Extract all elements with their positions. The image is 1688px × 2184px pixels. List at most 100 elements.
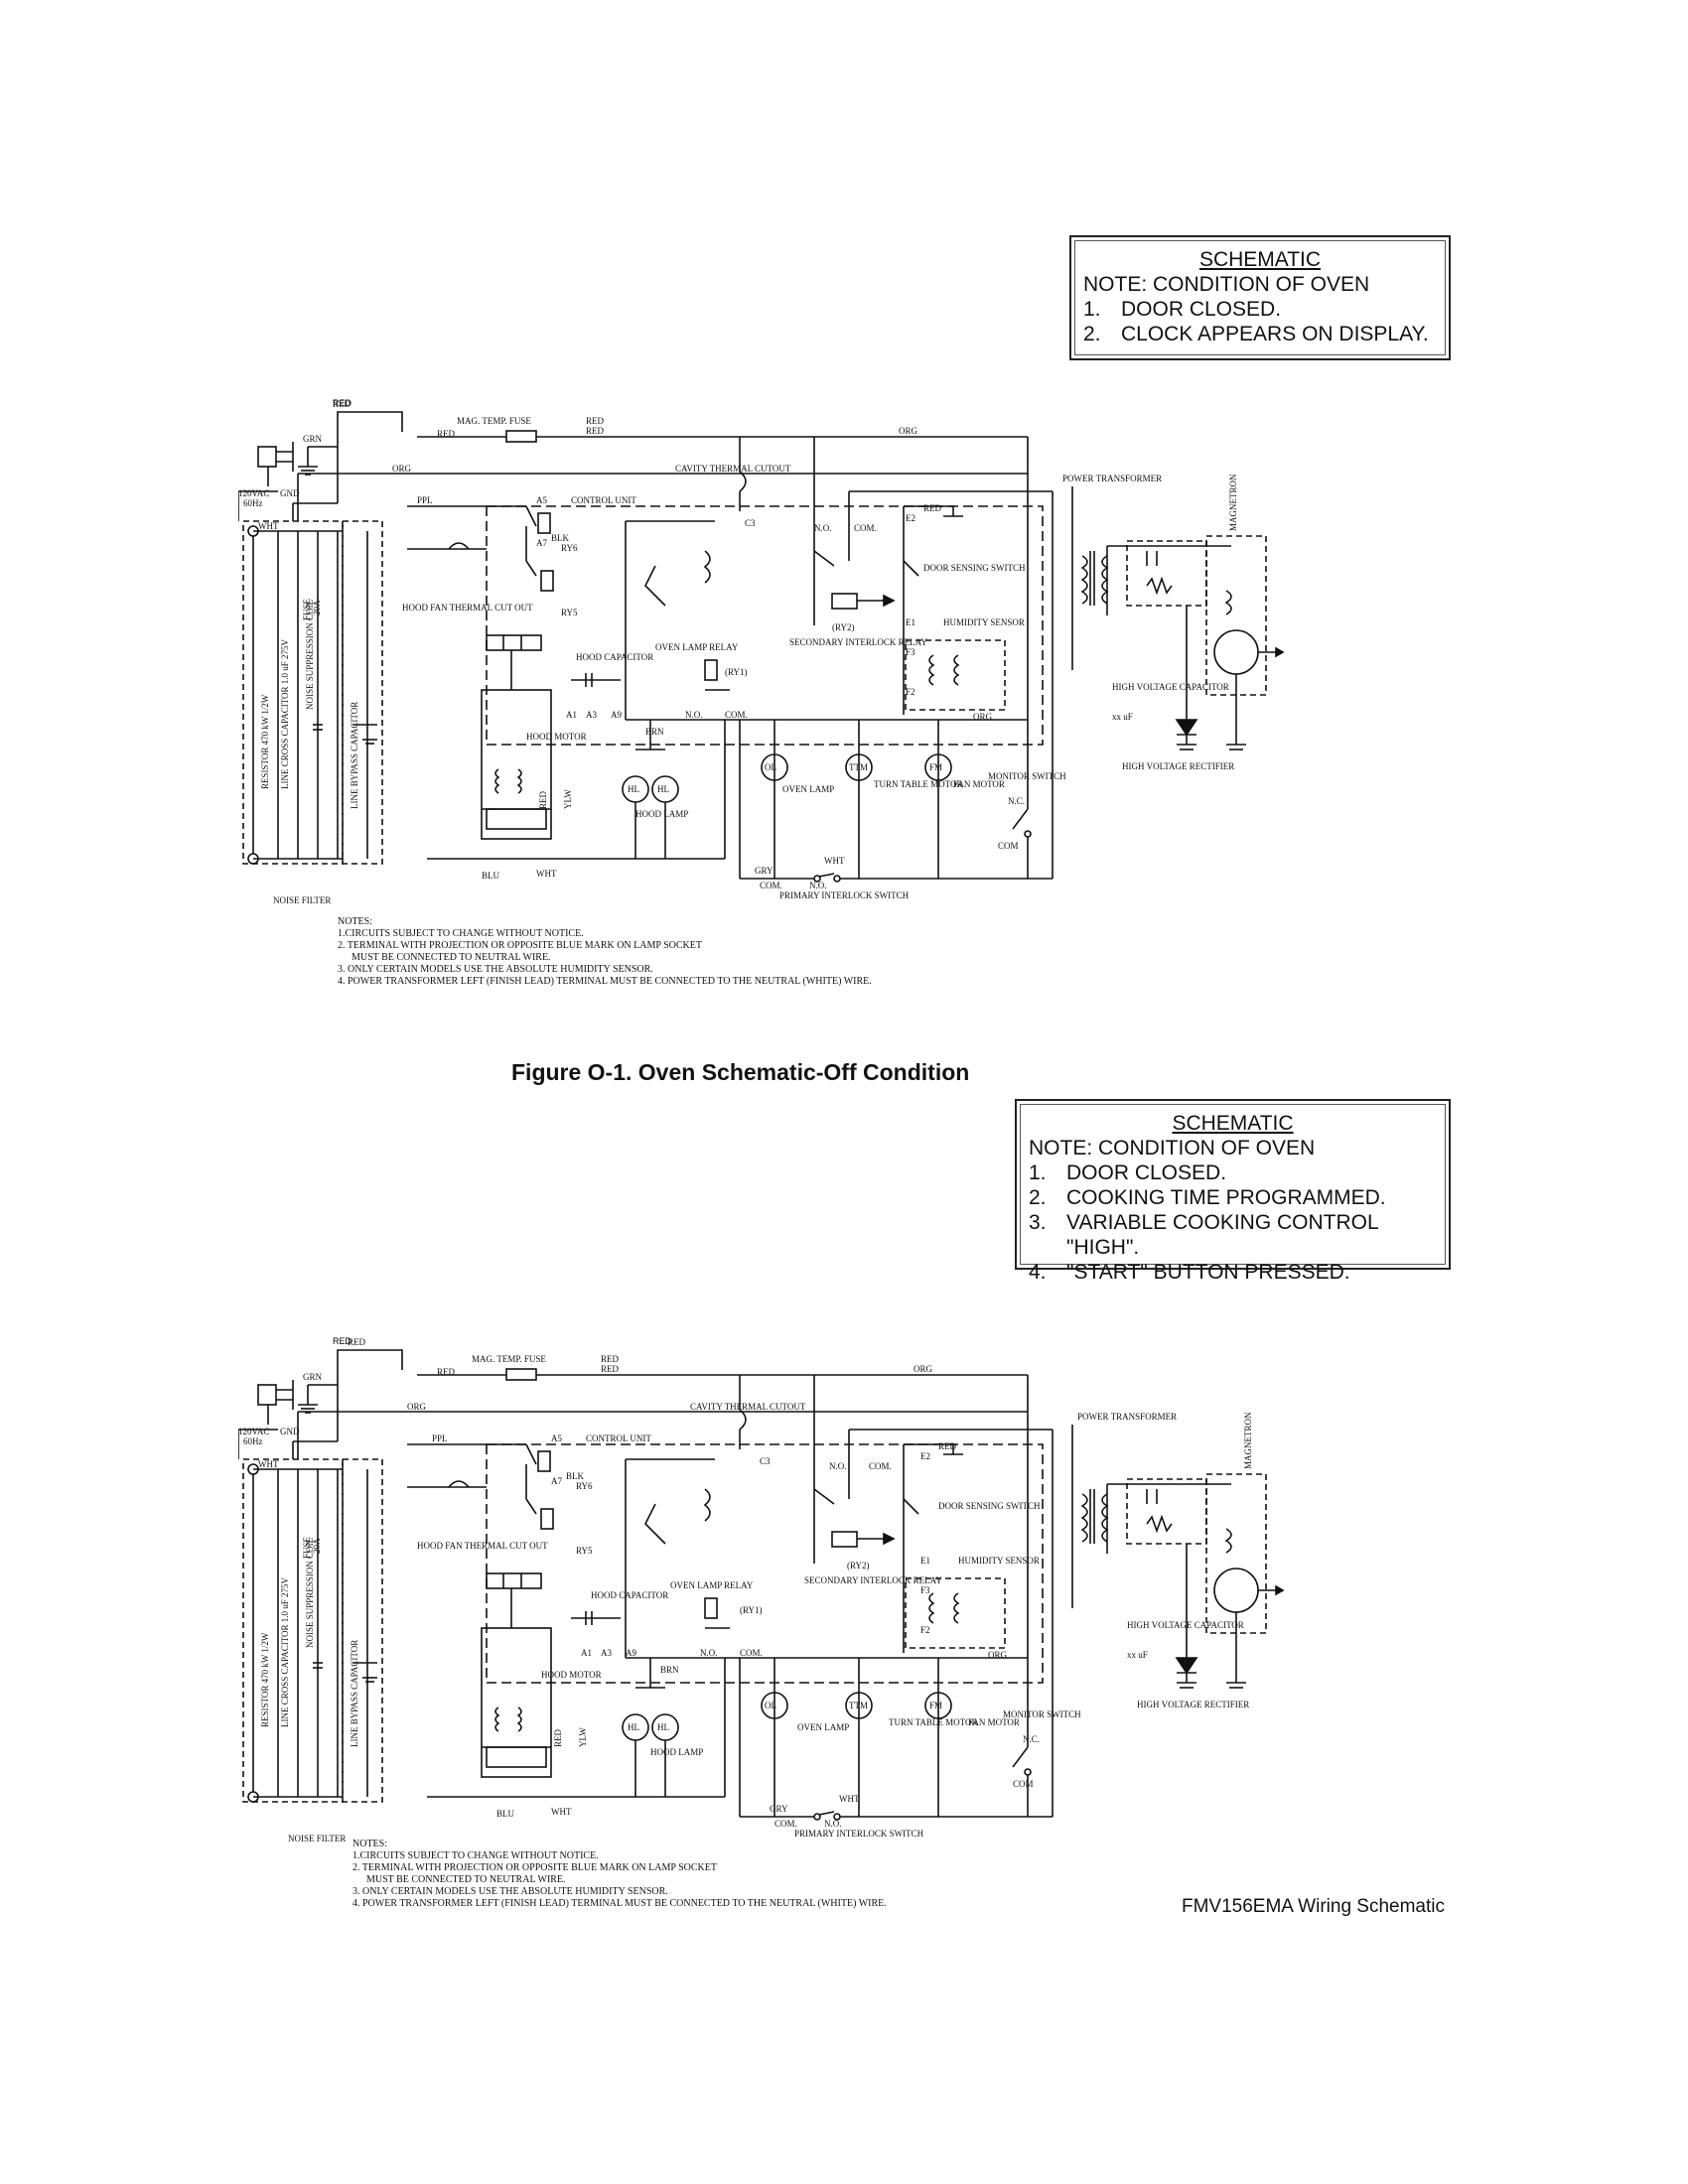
figure-caption: Figure O-1. Oven Schematic-Off Condition <box>511 1059 970 1085</box>
primary-interlock-switch-label: PRIMARY INTERLOCK SWITCH <box>779 890 910 900</box>
wire-label-red: RED <box>348 1337 366 1347</box>
terminal-a9: A9 <box>626 1648 636 1658</box>
wire-label-wht: WHT <box>551 1807 572 1817</box>
schematic-note-box-off: SCHEMATIC NOTE: CONDITION OF OVEN 1.DOOR… <box>1069 235 1451 360</box>
note-item-num: 4. <box>1029 1261 1047 1284</box>
note-line: 3. ONLY CERTAIN MODELS USE THE ABSOLUTE … <box>338 964 653 975</box>
wire-label-blk: BLK <box>551 533 570 543</box>
schematic-notes-cooking: NOTES: 1.CIRCUITS SUBJECT TO CHANGE WITH… <box>352 1839 887 1910</box>
notes-title: NOTES: <box>352 1839 387 1849</box>
oven-lamp-label: OVEN LAMP <box>782 784 834 794</box>
wire-label-ylw: YLW <box>563 789 573 809</box>
wire-label-wht: WHT <box>824 856 845 866</box>
supply-label: 120VAC <box>238 1427 269 1436</box>
wire-label-blu: BLU <box>482 871 500 881</box>
wire-label-gry: GRY <box>755 866 774 876</box>
relay-ry2: (RY2) <box>847 1561 870 1570</box>
hv-capacitor-label: HIGH VOLTAGE CAPACITOR <box>1112 682 1229 692</box>
no-label: N.O. <box>829 1461 847 1471</box>
footer-title: FMV156EMA Wiring Schematic <box>1181 1896 1445 1917</box>
wire-label-wht: WHT <box>258 521 279 531</box>
wire-label-red: RED <box>586 426 605 436</box>
wire-label-org: ORG <box>407 1402 427 1412</box>
wire-label-org: ORG <box>914 1364 933 1374</box>
note-item: 1.DOOR CLOSED. <box>1029 1160 1437 1185</box>
note-title: SCHEMATIC <box>1198 248 1322 271</box>
wire-label-ppl: PPL <box>417 495 433 505</box>
terminal-a7: A7 <box>551 1476 562 1486</box>
terminal-a7: A7 <box>536 538 547 548</box>
wire-label-red: RED <box>553 1728 563 1747</box>
note-item: 2.COOKING TIME PROGRAMMED. <box>1029 1185 1437 1210</box>
hood-lamp-label: HOOD LAMP <box>635 809 688 819</box>
terminal-e2: E2 <box>906 513 915 523</box>
note-item: 4."START" BUTTON PRESSED. <box>1029 1260 1437 1285</box>
com-label: COM. <box>725 710 748 720</box>
ol-symbol-label: OL <box>765 1701 776 1710</box>
wire-label-red: RED <box>333 399 352 409</box>
hz-label: 60Hz <box>243 1436 263 1446</box>
note-item-num: 2. <box>1083 323 1101 345</box>
power-transformer-label: POWER TRANSFORMER <box>1062 474 1162 483</box>
no-label: N.O. <box>700 1648 718 1658</box>
wire-label-wht: WHT <box>536 869 557 879</box>
terminal-a5: A5 <box>536 495 547 505</box>
hood-capacitor-label: HOOD CAPACITOR <box>576 652 653 662</box>
fuse-label: FUSE <box>302 1536 312 1559</box>
wire-label-wht: WHT <box>258 1459 279 1469</box>
line-cross-capacitor-label: LINE CROSS CAPACITOR 1.0 uF 275V <box>280 638 290 789</box>
note-line: 4. POWER TRANSFORMER LEFT (FINISH LEAD) … <box>338 976 872 987</box>
note-item-text: DOOR CLOSED. <box>1121 298 1282 321</box>
note-item-text: COOKING TIME PROGRAMMED. <box>1066 1186 1386 1209</box>
terminal-e1: E1 <box>920 1556 930 1566</box>
note-item-text: VARIABLE COOKING CONTROL "HIGH". <box>1066 1211 1378 1259</box>
oven-schematic-cooking: RED MAG. TEMP. FUSE RED RED RED ORG GRN … <box>238 1335 1284 1843</box>
note-item-text: CLOCK APPEARS ON DISPLAY. <box>1121 323 1429 345</box>
turntable-motor-label: TURN TABLE MOTOR <box>889 1717 977 1727</box>
note-line: 2. TERMINAL WITH PROJECTION OR OPPOSITE … <box>352 1862 717 1873</box>
wire-label-brn: BRN <box>645 727 664 737</box>
gnd-label: GND <box>280 488 300 498</box>
line-cross-capacitor-label: LINE CROSS CAPACITOR 1.0 uF 275V <box>280 1576 290 1727</box>
mag-temp-fuse-label: MAG. TEMP. FUSE <box>457 416 531 426</box>
relay-ry6: RY6 <box>576 1481 593 1491</box>
supply-label: 120VAC <box>238 488 269 498</box>
hv-capacitor-label: HIGH VOLTAGE CAPACITOR <box>1127 1620 1244 1630</box>
note-line: 1.CIRCUITS SUBJECT TO CHANGE WITHOUT NOT… <box>338 928 584 939</box>
note-item: 2. CLOCK APPEARS ON DISPLAY. <box>1083 322 1437 346</box>
monitor-switch-label: MONITOR SWITCH <box>1003 1709 1081 1719</box>
hv-rectifier-label: HIGH VOLTAGE RECTIFIER <box>1122 761 1234 771</box>
no-label: N.O. <box>824 1819 842 1829</box>
note-title: SCHEMATIC <box>1172 1112 1294 1135</box>
fan-motor-label: FAN MOTOR <box>953 779 1005 789</box>
hl-symbol-label: HL <box>657 784 669 794</box>
note-subtitle: NOTE: CONDITION OF OVEN <box>1029 1137 1316 1160</box>
wire-label-blk: BLK <box>566 1471 585 1481</box>
fm-symbol-label: FM <box>929 762 942 772</box>
nc-label: N.C. <box>1008 796 1025 806</box>
ttm-symbol-label: TTM <box>849 762 868 772</box>
oven-lamp-relay-label: OVEN LAMP RELAY <box>655 642 739 652</box>
door-sensing-switch-label: DOOR SENSING SWITCH <box>923 563 1026 573</box>
wire-label-wht: WHT <box>839 1794 860 1804</box>
oven-lamp-label: OVEN LAMP <box>797 1722 849 1732</box>
wire-label-ylw: YLW <box>578 1727 588 1747</box>
wire-label-org: ORG <box>899 426 918 436</box>
no-label: N.O. <box>814 523 832 533</box>
noise-filter-label: NOISE FILTER <box>288 1834 346 1843</box>
magnetron-label: MAGNETRON <box>1228 474 1238 531</box>
terminal-f2: F2 <box>920 1625 930 1635</box>
note-line: MUST BE CONNECTED TO NEUTRAL WIRE. <box>352 952 551 963</box>
terminal-e2: E2 <box>920 1451 930 1461</box>
wire-label-red: RED <box>601 1364 620 1374</box>
turntable-motor-label: TURN TABLE MOTOR <box>874 779 962 789</box>
secondary-interlock-relay-label: SECONDARY INTERLOCK RELAY <box>804 1575 942 1585</box>
hood-fan-cutout-label: HOOD FAN THERMAL CUT OUT <box>417 1541 548 1551</box>
note-line: 3. ONLY CERTAIN MODELS USE THE ABSOLUTE … <box>352 1886 668 1897</box>
terminal-c3: C3 <box>760 1456 771 1466</box>
note-line: 2. TERMINAL WITH PROJECTION OR OPPOSITE … <box>338 940 702 951</box>
secondary-interlock-relay-label: SECONDARY INTERLOCK RELAY <box>789 637 927 647</box>
relay-ry5: RY5 <box>561 608 578 617</box>
cap-value-label: xx uF <box>1127 1650 1148 1660</box>
line-bypass-capacitor-label: LINE BYPASS CAPACITOR <box>350 702 359 809</box>
